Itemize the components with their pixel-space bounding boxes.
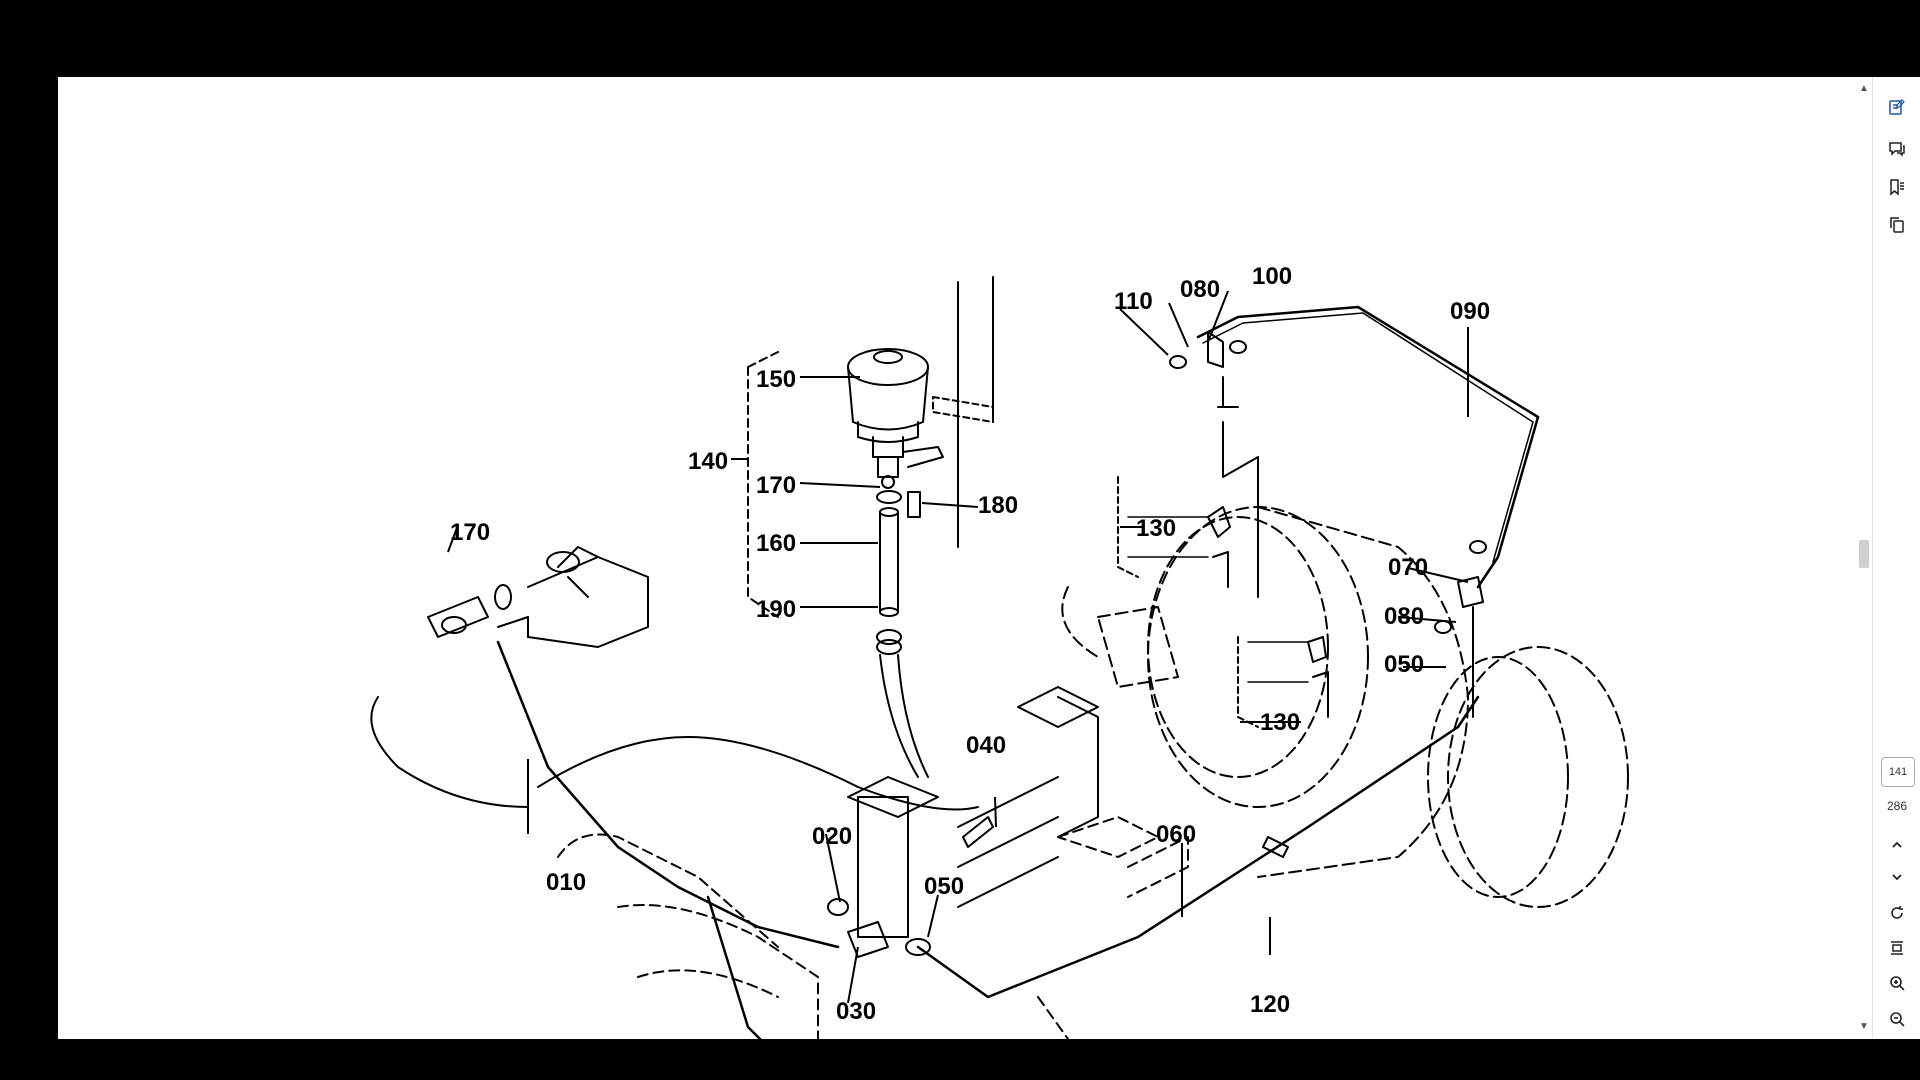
- callout-040: 040: [966, 732, 1006, 759]
- callout-030: 030: [836, 998, 876, 1025]
- callout-150: 150: [756, 366, 796, 393]
- zoom-out-icon[interactable]: [1883, 1005, 1911, 1033]
- vertical-scrollbar[interactable]: ▲ ▼: [1856, 77, 1872, 1039]
- scroll-up-icon[interactable]: [1883, 831, 1911, 859]
- callout-120: 120: [1250, 991, 1290, 1018]
- callout-170-upper: 170: [756, 472, 796, 499]
- zoom-in-icon[interactable]: [1883, 969, 1911, 997]
- comments-icon[interactable]: [1883, 135, 1911, 163]
- callout-080-lower: 080: [1384, 603, 1424, 630]
- master-cylinder-drawing: [427, 546, 649, 648]
- rotate-icon[interactable]: [1883, 899, 1911, 927]
- total-pages-label: 286: [1886, 799, 1908, 813]
- fit-page-icon[interactable]: [1883, 934, 1911, 962]
- callout-180: 180: [978, 492, 1018, 519]
- callout-010: 010: [546, 869, 586, 896]
- bookmarks-icon[interactable]: [1883, 173, 1911, 201]
- scroll-down-icon[interactable]: [1883, 863, 1911, 891]
- callout-130-lower: 130: [1260, 709, 1300, 736]
- callout-050-right: 050: [1384, 651, 1424, 678]
- document-page: 150 140 170 180 160 190 170 010 020 030 …: [58, 77, 1856, 1039]
- callout-170-left: 170: [450, 519, 490, 546]
- scroll-thumb[interactable]: [1859, 540, 1869, 568]
- callout-110: 110: [1114, 288, 1153, 315]
- copy-pages-icon[interactable]: [1883, 211, 1911, 239]
- callout-080-top: 080: [1180, 276, 1220, 303]
- callout-100: 100: [1252, 263, 1292, 290]
- callout-050-lower: 050: [924, 873, 964, 900]
- callout-020: 020: [812, 823, 852, 850]
- callout-160: 160: [756, 530, 796, 557]
- right-sidebar: 141 286: [1872, 77, 1920, 1039]
- parts-diagram: 150 140 170 180 160 190 170 010 020 030 …: [370, 263, 1629, 1039]
- reservoir-drawing: [847, 348, 944, 489]
- notes-icon[interactable]: [1883, 93, 1911, 121]
- current-page-input[interactable]: 141: [1881, 757, 1915, 787]
- callout-090: 090: [1450, 298, 1490, 325]
- scroll-up-arrow-icon[interactable]: ▲: [1859, 83, 1869, 94]
- callout-070: 070: [1388, 554, 1428, 581]
- scroll-down-arrow-icon[interactable]: ▼: [1859, 1021, 1869, 1032]
- callout-130-top: 130: [1136, 515, 1176, 542]
- callout-190: 190: [756, 596, 796, 623]
- callout-140: 140: [688, 448, 728, 475]
- callout-060: 060: [1156, 821, 1196, 848]
